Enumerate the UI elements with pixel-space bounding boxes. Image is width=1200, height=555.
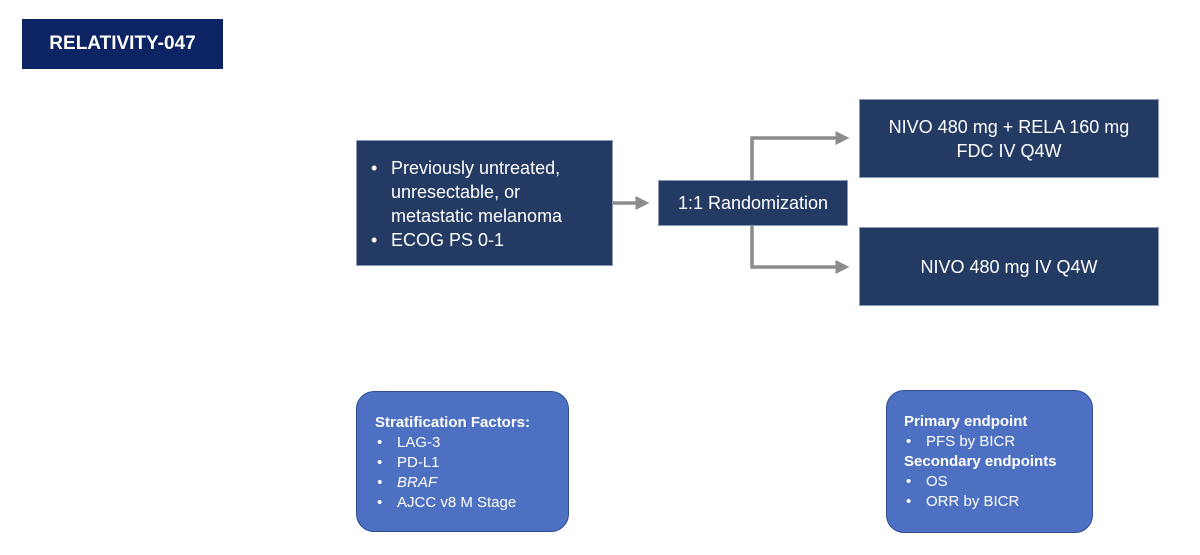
arrow-to-arm-1 <box>750 131 850 180</box>
arm-1-line-2: FDC IV Q4W <box>956 140 1062 161</box>
population-criterion: Previously untreated, unresectable, or m… <box>369 156 602 228</box>
endpoints-box: Primary endpoint PFS by BICR Secondary e… <box>886 390 1093 533</box>
arrow-to-arm-2 <box>750 226 850 274</box>
arm-2-line-1: NIVO 480 mg IV Q4W <box>920 256 1098 277</box>
stratification-header: Stratification Factors: <box>375 414 531 431</box>
randomization-box: 1:1 Randomization <box>658 180 848 226</box>
population-box: Previously untreated, unresectable, or m… <box>356 140 613 266</box>
primary-endpoint-item: PFS by BICR <box>904 432 1082 452</box>
stratification-item: PD-L1 <box>375 453 558 473</box>
secondary-endpoints-header: Secondary endpoints <box>904 453 1057 470</box>
stratification-factors-box: Stratification Factors: LAG-3 PD-L1 BRAF… <box>356 391 569 532</box>
trial-title: RELATIVITY-047 <box>22 19 223 69</box>
treatment-arm-2: NIVO 480 mg IV Q4W <box>859 227 1159 306</box>
stratification-item: AJCC v8 M Stage <box>375 493 558 513</box>
randomization-label: 1:1 Randomization <box>677 193 829 213</box>
treatment-arm-1: NIVO 480 mg + RELA 160 mg FDC IV Q4W <box>859 99 1159 178</box>
population-criterion: ECOG PS 0-1 <box>369 228 602 252</box>
stratification-item: LAG-3 <box>375 433 558 453</box>
stratification-item: BRAF <box>375 473 558 493</box>
secondary-endpoint-item: ORR by BICR <box>904 492 1082 512</box>
arm-1-line-1: NIVO 480 mg + RELA 160 mg <box>888 116 1130 137</box>
primary-endpoint-header: Primary endpoint <box>904 413 1028 430</box>
secondary-endpoint-item: OS <box>904 472 1082 492</box>
